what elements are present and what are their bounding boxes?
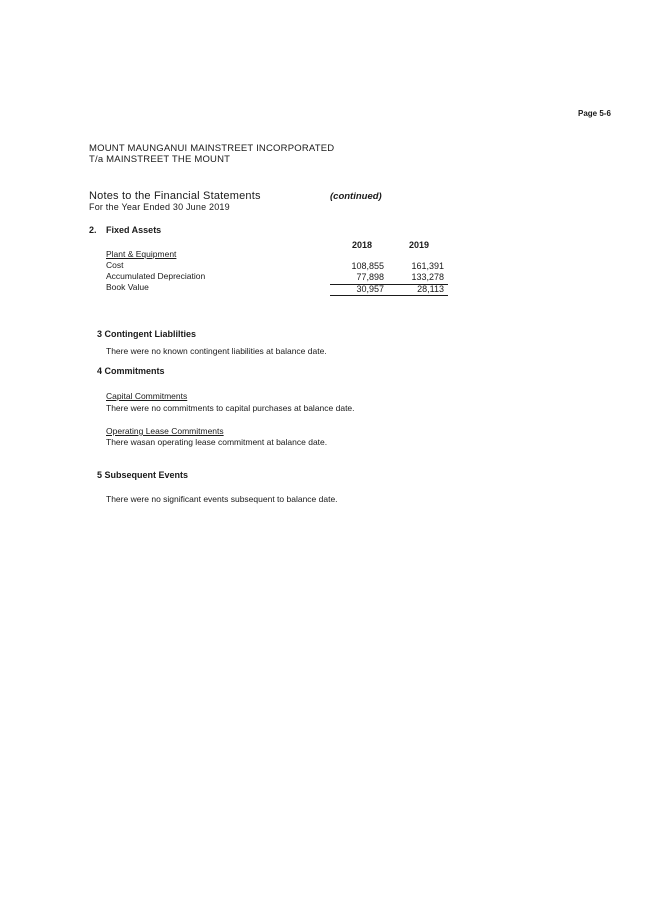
lease-commitments-text: There wasan operating lease commitment a…: [106, 437, 328, 447]
book-value-2018-value: 30,957: [356, 284, 384, 294]
page-number: Page 5-6: [578, 109, 611, 118]
notes-title: Notes to the Financial Statements: [89, 190, 261, 202]
contingent-text: There were no known contingent liabiliti…: [106, 346, 327, 356]
contingent-heading: 3 Contingent Liablilties: [97, 329, 197, 339]
book-value-2019-value: 28,113: [417, 284, 444, 294]
period-subtitle: For the Year Ended 30 June 2019: [89, 202, 230, 212]
column-header-2019: 2019: [409, 240, 430, 250]
plant-equipment-label: Plant & Equipment: [106, 249, 177, 259]
depreciation-2018-value: 77,898: [356, 272, 384, 282]
lease-commitments-label: Operating Lease Commitments: [106, 426, 224, 436]
total-rule: [330, 295, 448, 296]
organization-name: MOUNT MAUNGANUI MAINSTREET INCORPORATED: [89, 143, 335, 154]
commitments-heading: 4 Commitments: [97, 366, 165, 376]
cost-2019-value: 161,391: [411, 261, 444, 271]
capital-commitments-label: Capital Commitments: [106, 391, 188, 401]
subsequent-events-text: There were no significant events subsequ…: [106, 494, 338, 504]
fixed-assets-number: 2.: [89, 225, 97, 235]
fixed-assets-heading: Fixed Assets: [106, 225, 162, 235]
subtotal-rule: [330, 284, 448, 285]
depreciation-2019-value: 133,278: [411, 272, 444, 282]
subsequent-events-heading: 5 Subsequent Events: [97, 470, 189, 480]
column-header-2018: 2018: [352, 240, 373, 250]
capital-commitments-text: There were no commitments to capital pur…: [106, 403, 355, 413]
cost-label: Cost: [106, 260, 124, 270]
cost-2018-value: 108,855: [351, 261, 384, 271]
accumulated-depreciation-label: Accumulated Depreciation: [106, 271, 206, 281]
trading-as: T/a MAINSTREET THE MOUNT: [89, 154, 231, 165]
book-value-label: Book Value: [106, 282, 149, 292]
continued-label: (continued): [330, 191, 382, 202]
